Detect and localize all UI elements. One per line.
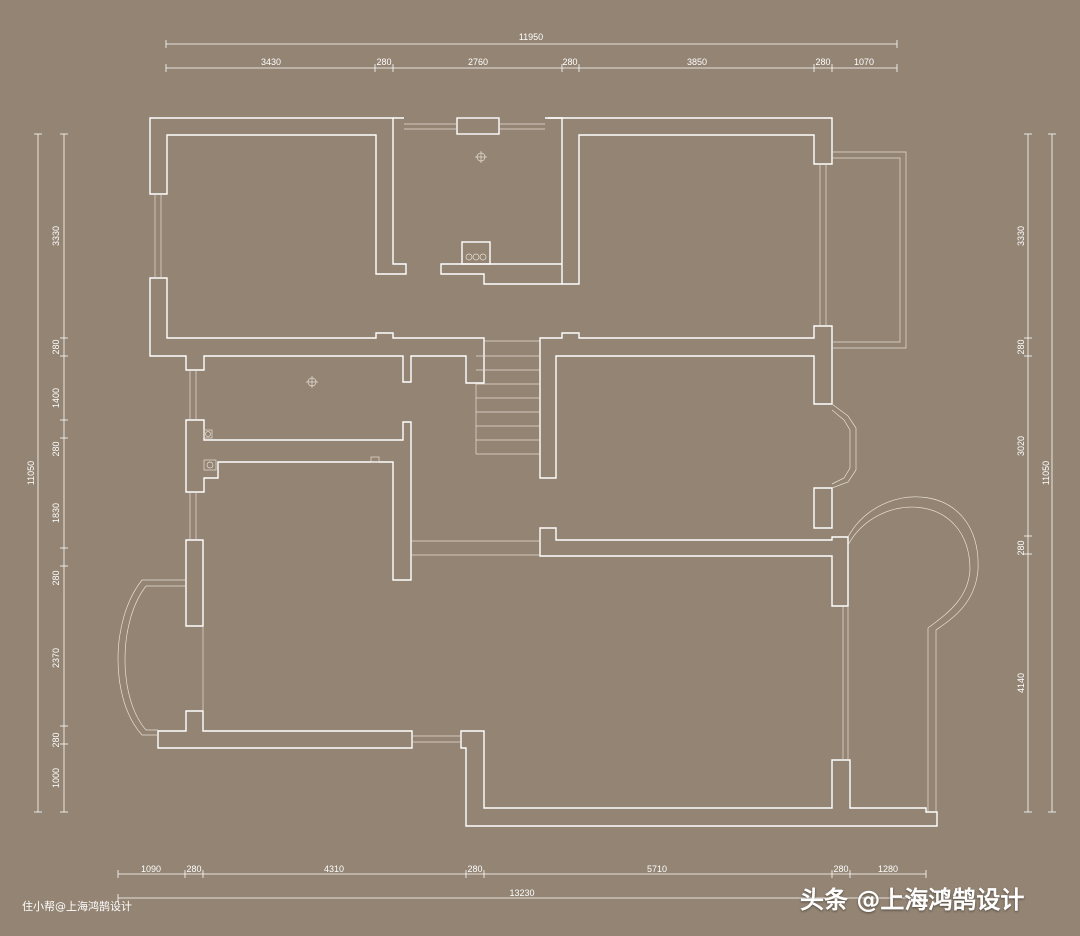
- dim-bottom-seg: 1090: [141, 864, 161, 874]
- windows: [154, 123, 849, 760]
- top-dimension-labels: 11950 3430 280 2760 280 3850 280 1070: [261, 32, 874, 67]
- left-dimension-lines: [34, 133, 68, 813]
- dim-left-seg: 280: [51, 732, 61, 747]
- dim-top-seg: 2760: [468, 57, 488, 67]
- balcony-right-top: [832, 151, 907, 349]
- watermark-text: 头条 @上海鸿鹄设计: [800, 886, 1025, 914]
- window-frame: [456, 117, 500, 135]
- round-balcony: [847, 496, 979, 812]
- dim-top-seg: 280: [562, 57, 577, 67]
- dim-left-seg: 3330: [51, 226, 61, 246]
- wall-outline: [460, 730, 938, 827]
- dim-left-total: 11050: [26, 461, 36, 485]
- dim-left-seg: 280: [51, 339, 61, 354]
- dim-right-seg: 3330: [1016, 226, 1026, 246]
- walls: [149, 117, 938, 827]
- dim-right-seg: 280: [1016, 339, 1026, 354]
- bottom-dimension-lines: [117, 870, 927, 902]
- dim-right-seg: 280: [1016, 540, 1026, 555]
- ceiling-light-icon: [475, 151, 487, 163]
- top-dimension-lines: [165, 40, 898, 72]
- dim-top-seg: 3850: [687, 57, 707, 67]
- wall-outline: [157, 710, 413, 749]
- dim-right-total: 11050: [1041, 461, 1051, 485]
- dim-left-seg: 2370: [51, 648, 61, 668]
- wall-outline: [393, 117, 563, 285]
- dim-right-seg: 3020: [1016, 436, 1026, 456]
- right-dimension-labels: 3330 280 3020 280 4140 11050: [1016, 226, 1051, 693]
- dim-bottom-total: 13230: [509, 888, 534, 898]
- ceiling-light-icon: [306, 376, 318, 388]
- dim-left-seg: 280: [51, 570, 61, 585]
- balconies: [117, 151, 979, 812]
- dim-bottom-seg: 280: [186, 864, 201, 874]
- bay-window-right: [831, 403, 857, 489]
- staircase: [475, 340, 540, 455]
- stove-icon: [461, 241, 491, 265]
- wall-outline: [185, 539, 204, 627]
- fixtures: [203, 151, 491, 471]
- dim-right-seg: 4140: [1016, 673, 1026, 693]
- dim-left-seg: 280: [51, 441, 61, 456]
- dim-bottom-seg: 4310: [324, 864, 344, 874]
- wall-outline: [539, 325, 833, 479]
- wall-outline: [813, 487, 833, 529]
- credit-caption: 住小帮@上海鸿鹄设计: [22, 900, 132, 913]
- pipe-icon: [203, 429, 380, 471]
- right-dimension-lines: [1024, 133, 1056, 813]
- wall-outline: [149, 277, 485, 384]
- dim-left-seg: 1400: [51, 388, 61, 408]
- left-dimension-labels: 11050 3330 280 1400 280 1830 280 2370 28…: [26, 226, 61, 788]
- dim-top-seg: 280: [815, 57, 830, 67]
- dim-top-seg: 1070: [854, 57, 874, 67]
- dim-bottom-seg: 1280: [878, 864, 898, 874]
- bottom-dimension-labels: 1090 280 4310 280 5710 280 1280 13230: [141, 864, 898, 898]
- wall-outline: [548, 117, 833, 285]
- wall-outline: [539, 527, 849, 607]
- dim-left-seg: 1000: [51, 768, 61, 788]
- wall-outline: [185, 419, 412, 581]
- wall-outline: [149, 117, 407, 275]
- dim-top-seg: 3430: [261, 57, 281, 67]
- dim-top-total: 11950: [519, 32, 543, 42]
- dim-bottom-seg: 5710: [647, 864, 667, 874]
- dim-bottom-seg: 280: [467, 864, 482, 874]
- dim-top-seg: 280: [376, 57, 391, 67]
- dim-bottom-seg: 280: [833, 864, 848, 874]
- dim-left-seg: 1830: [51, 503, 61, 523]
- bay-window-left: [117, 579, 186, 736]
